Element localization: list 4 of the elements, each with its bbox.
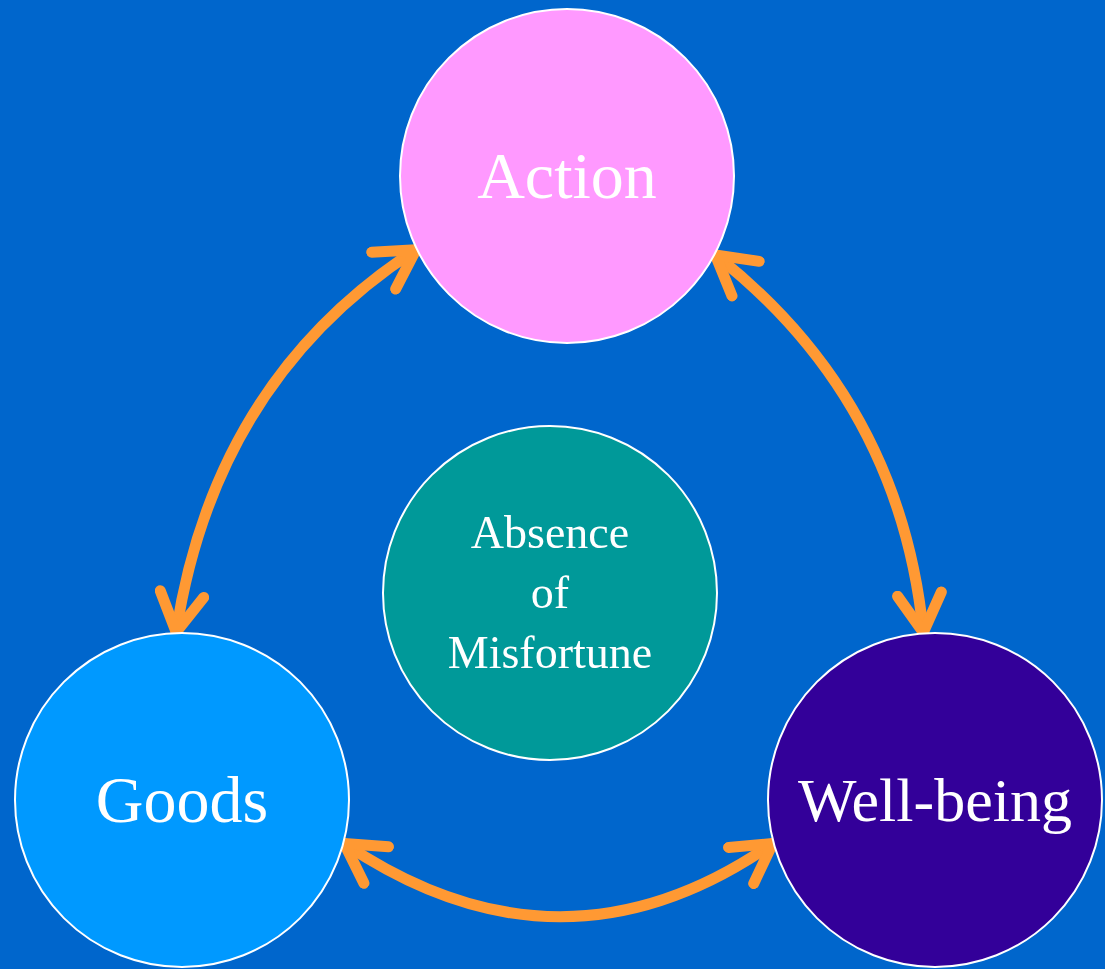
node-label: Action [477, 138, 657, 215]
node-label: Absence of Misfortune [447, 506, 653, 680]
node-label: Goods [95, 762, 269, 839]
node-label: Well-being [798, 764, 1072, 836]
